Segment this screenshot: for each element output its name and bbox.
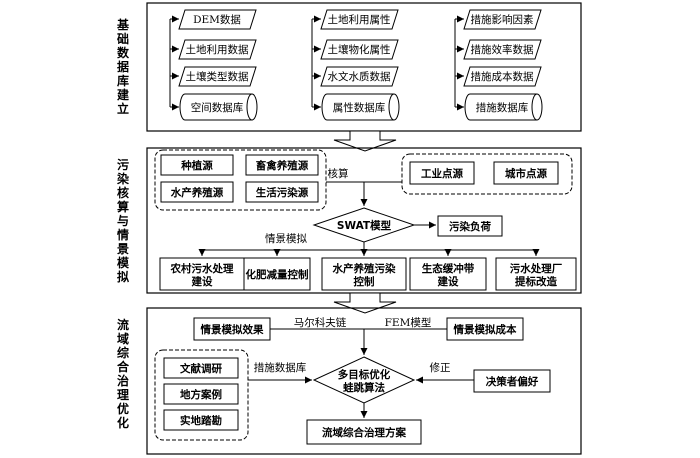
ref-local-cases — [163, 383, 239, 405]
source-aquaculture-label: 水产养殖源 — [170, 186, 224, 199]
data-item-landuse — [178, 39, 257, 60]
database-column-attribute: 土地利用属性 土壤物化属性 水文水质数据 属性数据库 — [311, 9, 400, 121]
source-livestock-label: 畜禽养殖源 — [256, 159, 309, 172]
fem-label: FEM模型 — [385, 316, 432, 329]
data-item-measure-factor-label: 措施影响因素 — [471, 13, 534, 26]
data-item-dem-label: DEM数据 — [193, 13, 241, 26]
section-title-database: 基础数据库建立 — [116, 18, 129, 116]
data-item-soiltype — [178, 66, 257, 87]
section-arrow-1 — [333, 130, 397, 152]
measure-wwtp-line2: 提标改造 — [515, 275, 557, 288]
data-item-soil-attr — [320, 39, 399, 60]
measure-rural-sewage — [159, 257, 245, 291]
database-label-attribute: 属性数据库 — [333, 101, 386, 114]
source-planting — [160, 154, 234, 176]
measure-buffer-line2: 建设 — [437, 275, 459, 288]
reference-group — [154, 349, 249, 441]
measure-rural-sewage-line2: 建设 — [191, 275, 213, 288]
measure-fertilizer — [243, 257, 311, 291]
measure-wwtp-line1: 污水处理厂 — [510, 262, 563, 275]
database-column-measure: 措施影响因素 措施效率数据 措施成本数据 措施数据库 — [454, 9, 543, 121]
scenario-sim-label: 情景模拟 — [265, 232, 307, 245]
data-item-hydro — [320, 66, 399, 87]
section-title-optimization: 流域综合治理优化 — [116, 318, 129, 430]
measure-fertilizer-label: 化肥减量控制 — [246, 268, 309, 281]
measure-db-label: 措施数据库 — [254, 361, 307, 374]
data-item-soiltype-label: 土壤类型数据 — [186, 70, 249, 83]
point-source-urban — [493, 161, 559, 185]
data-item-hydro-label: 水文水质数据 — [328, 70, 391, 83]
measure-buffer — [409, 257, 487, 291]
section-title-pollution: 污染核算与情景模拟 — [116, 158, 129, 284]
measure-aquaculture-line2: 控制 — [354, 275, 375, 288]
data-item-measure-cost-label: 措施成本数据 — [471, 70, 534, 83]
decision-preference-label: 决策者偏好 — [486, 375, 539, 388]
source-aquaculture — [160, 181, 234, 203]
ref-local-cases-label: 地方案例 — [180, 388, 222, 401]
measure-buffer-line1: 生态缓冲带 — [422, 262, 475, 275]
source-planting-label: 种植源 — [180, 159, 213, 172]
optimization-line1: 多目标优化 — [338, 368, 391, 381]
ref-field-survey-label: 实地踏勘 — [180, 414, 222, 427]
optimization-line2: 蛙跳算法 — [343, 381, 385, 394]
pollution-load-label: 污染负荷 — [449, 220, 491, 233]
ref-literature-label: 文献调研 — [179, 362, 222, 375]
measure-rural-sewage-line1: 农村污水处理 — [170, 262, 234, 275]
point-source-group — [401, 153, 573, 195]
scenario-cost-label: 情景模拟成本 — [454, 323, 517, 336]
point-source-industrial-label: 工业点源 — [421, 167, 463, 180]
governance-plan-label: 流域综合治理方案 — [322, 426, 406, 439]
correction-label: 修正 — [430, 361, 451, 374]
swat-model-label: SWAT模型 — [337, 219, 392, 232]
ref-literature — [163, 357, 239, 379]
data-item-dem — [178, 9, 257, 30]
point-source-industrial — [409, 161, 475, 185]
scenario-effect-label: 情景模拟效果 — [201, 323, 264, 336]
decision-preference-box — [473, 369, 551, 393]
accounting-label: 核算 — [328, 167, 349, 180]
data-item-landuse-attr — [320, 9, 399, 30]
section-frame-optimization — [146, 307, 582, 455]
data-item-measure-factor — [463, 9, 542, 30]
data-item-soil-attr-label: 土壤物化属性 — [328, 43, 391, 56]
database-label-measure: 措施数据库 — [476, 101, 529, 114]
measure-aquaculture-line1: 水产养殖污染 — [332, 262, 396, 275]
section-arrow-2 — [333, 292, 397, 314]
measure-aquaculture — [321, 257, 407, 291]
nonpoint-source-group — [154, 149, 327, 211]
measure-wwtp — [495, 257, 577, 291]
point-source-urban-label: 城市点源 — [505, 167, 547, 180]
database-label-spatial: 空间数据库 — [191, 101, 244, 114]
data-item-measure-efficiency — [463, 39, 542, 60]
ref-field-survey — [163, 409, 239, 431]
source-domestic-label: 生活污染源 — [256, 186, 309, 199]
source-domestic — [245, 181, 319, 203]
governance-plan-box — [306, 419, 422, 445]
data-item-measure-cost — [463, 66, 542, 87]
data-item-landuse-attr-label: 土地利用属性 — [328, 13, 391, 26]
data-item-landuse-label: 土地利用数据 — [186, 43, 249, 56]
markov-label: 马尔科夫链 — [294, 316, 347, 329]
database-column-spatial: DEM数据 土地利用数据 土壤类型数据 空间数据库 — [169, 9, 258, 121]
source-livestock — [245, 154, 319, 176]
pollution-load-box — [437, 215, 503, 237]
data-item-measure-efficiency-label: 措施效率数据 — [471, 43, 534, 56]
